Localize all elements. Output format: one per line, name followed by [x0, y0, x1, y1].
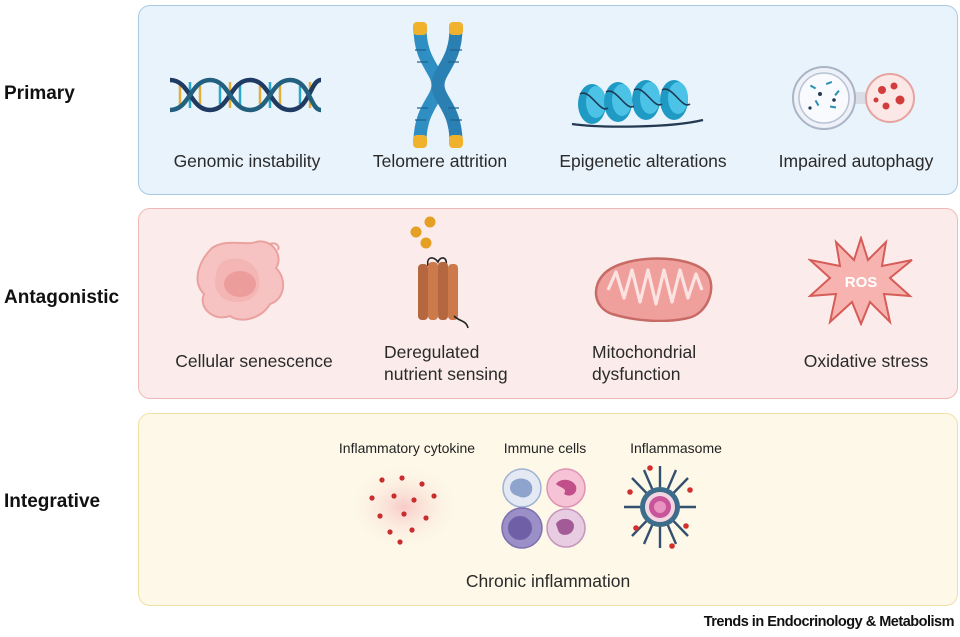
label-chronic-inflammation: Chronic inflammation [465, 571, 631, 591]
chromosome-icon [413, 22, 463, 148]
dna-icon [169, 77, 322, 113]
label-mitochondrial-dysfunction: Mitochondrial dysfunction [592, 342, 697, 384]
label-impaired-autophagy: Impaired autophagy [778, 151, 934, 171]
label-cellular-senescence: Cellular senescence [175, 351, 333, 371]
label-immune-cells: Immune cells [503, 440, 587, 456]
nucleosome-icon [571, 80, 704, 128]
inflammasome-icon [624, 465, 696, 549]
senescent-cell-icon [196, 240, 285, 321]
label-deregulated-nutrient-sensing: Deregulated nutrient sensing [384, 342, 508, 384]
row-label-integrative: Integrative [4, 491, 101, 512]
label-oxidative-stress: Oxidative stress [803, 351, 929, 371]
label-epigenetic-alterations: Epigenetic alterations [559, 151, 727, 171]
autophagosome-icon [792, 66, 915, 130]
row-label-antagonistic: Antagonistic [4, 287, 120, 308]
label-telomere-attrition: Telomere attrition [372, 151, 508, 171]
label-inflammasome: Inflammasome [630, 440, 722, 456]
mitochondrion-icon [594, 257, 713, 322]
label-inflammatory-cytokine: Inflammatory cytokine [338, 440, 476, 456]
label-genomic-instability: Genomic instability [173, 151, 321, 171]
antagonistic-panel [138, 208, 958, 399]
ros-label: ROS [845, 274, 878, 291]
immune-cells-icon [501, 468, 586, 549]
row-label-primary: Primary [4, 83, 75, 104]
ros-burst-icon: ROS [808, 236, 913, 326]
nutrient-receptor-icon [410, 216, 469, 329]
integrative-panel [138, 413, 958, 606]
journal-footer: Trends in Endocrinology & Metabolism [703, 614, 955, 630]
cytokine-icon [346, 463, 462, 551]
